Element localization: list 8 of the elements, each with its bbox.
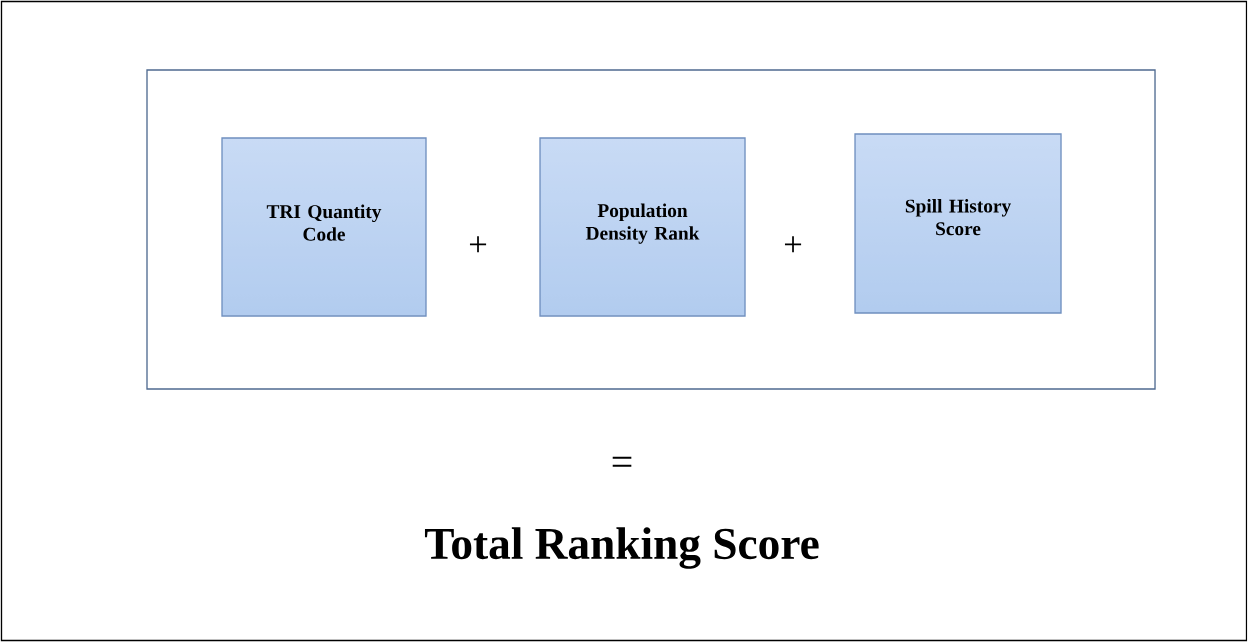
result-text: Total Ranking Score [424, 527, 819, 569]
process-box: Population Density Rank [539, 137, 746, 317]
process-box: TRI Quantity Code [221, 137, 427, 317]
equals-sign: = [612, 456, 632, 467]
process-box: Spill History Score [854, 133, 1062, 314]
group-box [146, 69, 1156, 390]
plus-sign: + [469, 236, 487, 253]
plus-sign: + [784, 236, 802, 253]
